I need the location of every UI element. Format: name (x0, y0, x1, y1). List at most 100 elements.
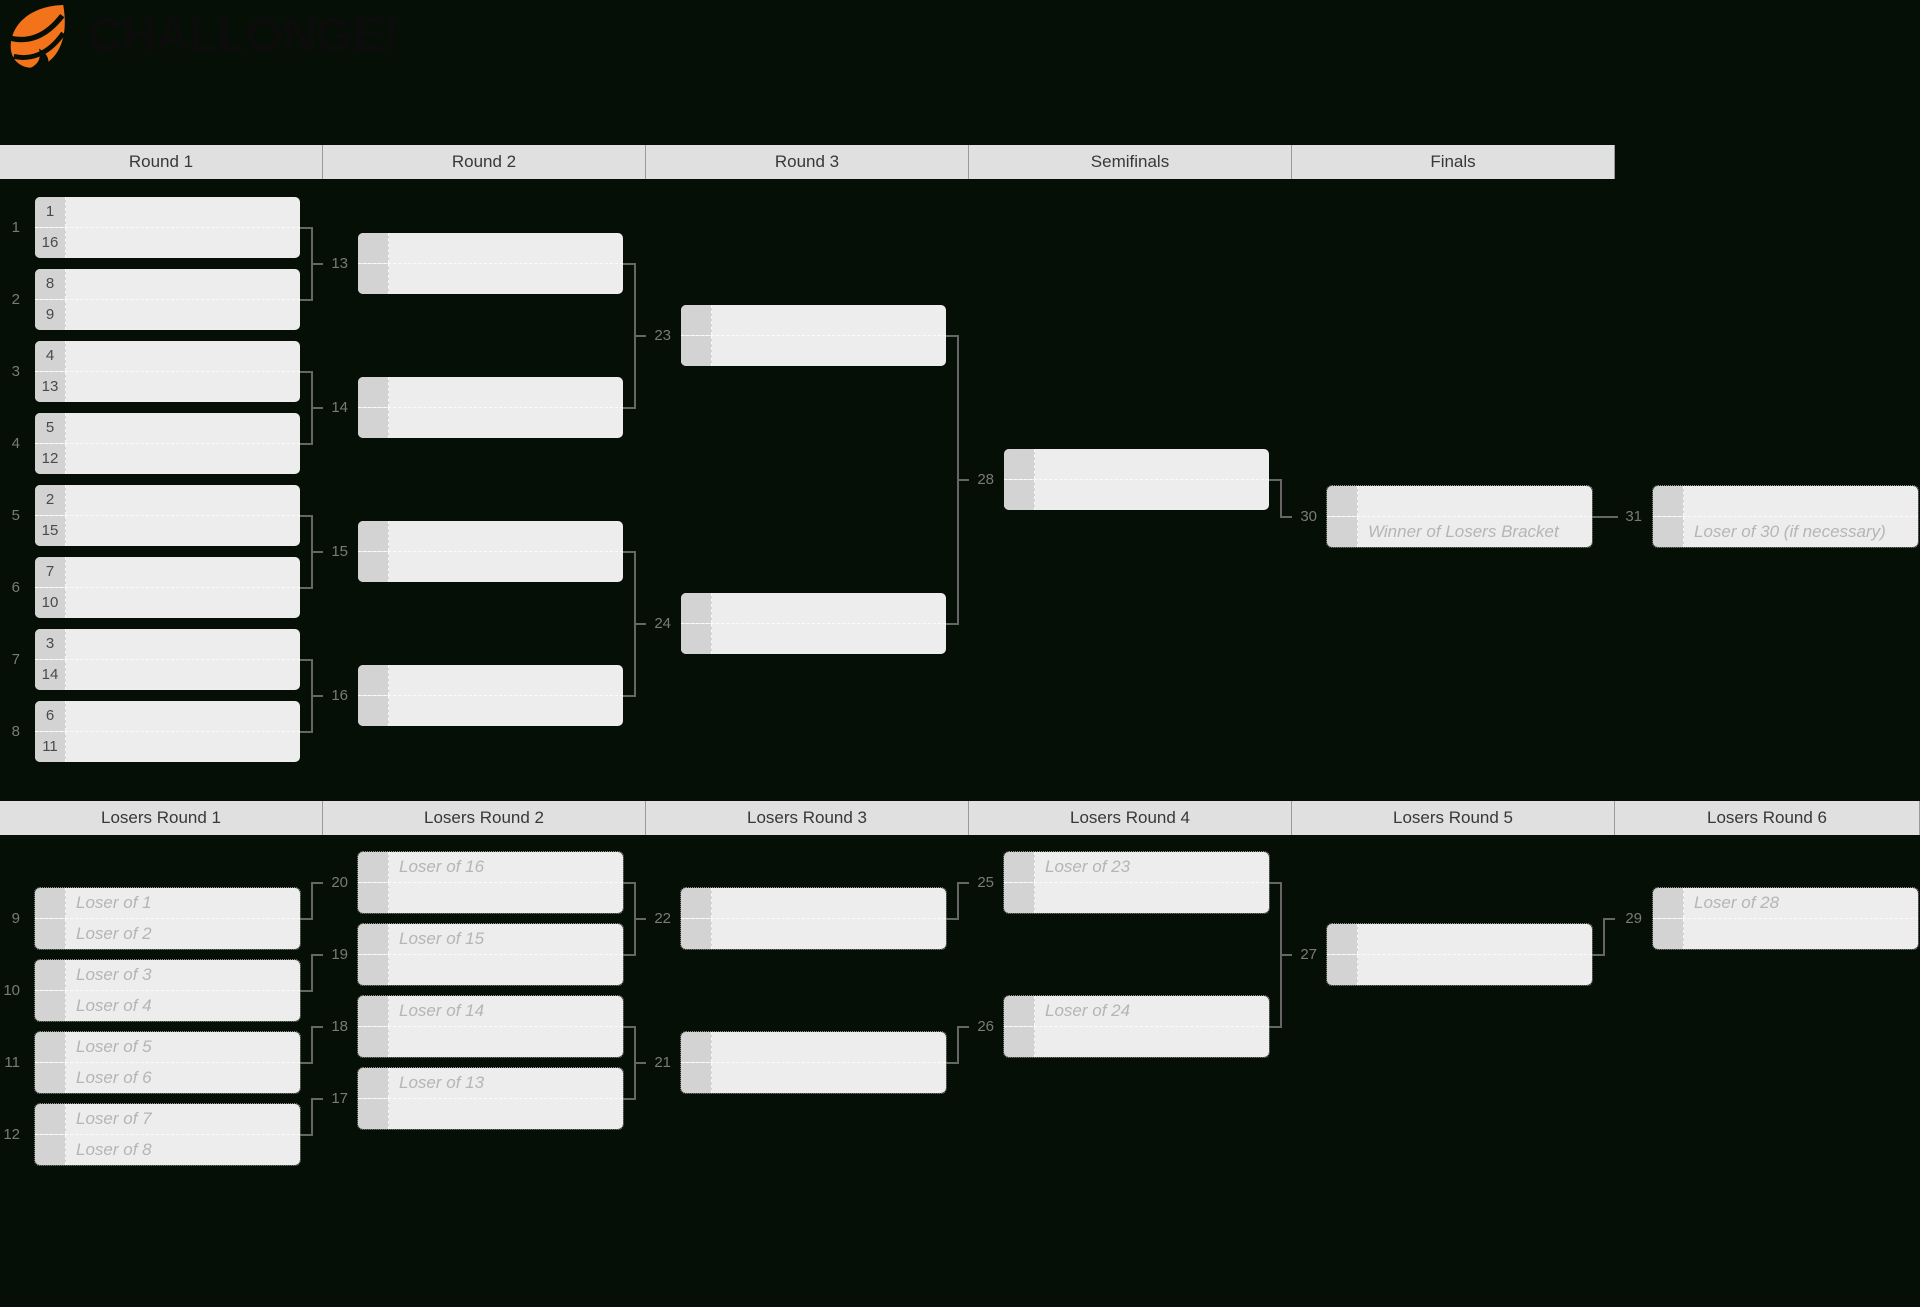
match-8-bottom-slot: 11 (35, 731, 300, 762)
connector-line (636, 917, 646, 920)
match-17[interactable]: Loser of 13 (357, 1067, 624, 1130)
match-12[interactable]: Loser of 7 Loser of 8 (34, 1103, 301, 1166)
match-18[interactable]: Loser of 14 (357, 995, 624, 1058)
participant-name (66, 413, 300, 443)
match-12-top-slot: Loser of 7 (35, 1104, 300, 1134)
match-number-label-10: 10 (3, 981, 20, 999)
participant-name (389, 552, 623, 582)
participant-name (66, 557, 300, 587)
match-5-top-slot: 2 (35, 485, 300, 515)
participant-placeholder: Loser of 8 (76, 1140, 152, 1159)
participant-name (712, 1032, 946, 1062)
match-number-label-29: 29 (1625, 909, 1642, 927)
match-22-top-slot (681, 888, 946, 918)
participant-name (66, 485, 300, 515)
round-header-semifinals: Semifinals (969, 145, 1292, 179)
match-24-bottom-slot (681, 623, 946, 654)
match-24[interactable] (681, 593, 946, 654)
seed-cell (358, 665, 389, 695)
match-23[interactable] (681, 305, 946, 366)
match-25[interactable]: Loser of 23 (1003, 851, 1270, 914)
connector-line (311, 1097, 313, 1136)
match-20-top-slot: Loser of 16 (358, 852, 623, 882)
match-20[interactable]: Loser of 16 (357, 851, 624, 914)
connector-line (300, 370, 313, 373)
participant-name (66, 629, 300, 659)
challonge-logo[interactable]: CHALLONGE! (6, 2, 399, 70)
connector-line (1269, 881, 1282, 884)
match-9-bottom-slot: Loser of 2 (35, 918, 300, 949)
match-31-top-slot (1653, 486, 1918, 516)
connector-line (1280, 881, 1282, 1028)
match-29[interactable]: Loser of 28 (1652, 887, 1919, 950)
match-27[interactable] (1326, 923, 1593, 986)
participant-name (1035, 480, 1269, 510)
match-21[interactable] (680, 1031, 947, 1094)
match-16[interactable] (358, 665, 623, 726)
match-28[interactable] (1004, 449, 1269, 510)
participant-name (1684, 919, 1918, 949)
seed-cell (1653, 888, 1684, 918)
round-header-losers-round-6: Losers Round 6 (1615, 801, 1920, 835)
match-number-label-6: 6 (11, 578, 20, 596)
seed-cell (681, 593, 712, 623)
seed-cell (1653, 486, 1684, 516)
connector-line (313, 406, 323, 409)
connector-line (957, 334, 959, 625)
connector-line (300, 917, 313, 920)
match-22[interactable] (680, 887, 947, 950)
connector-line (1282, 515, 1292, 518)
match-2-bottom-slot: 9 (35, 299, 300, 330)
match-15[interactable] (358, 521, 623, 582)
connector-line (959, 1025, 969, 1028)
participant-name (389, 521, 623, 551)
round-header-losers-round-5: Losers Round 5 (1292, 801, 1615, 835)
match-4-bottom-slot: 12 (35, 443, 300, 474)
participant-name (712, 305, 946, 335)
connector-line (311, 1025, 313, 1064)
match-number-label-12: 12 (3, 1125, 20, 1143)
match-3-bottom-slot: 13 (35, 371, 300, 402)
seed-cell: 7 (35, 557, 66, 587)
match-14[interactable] (358, 377, 623, 438)
connector-line (311, 881, 313, 920)
participant-name (389, 665, 623, 695)
match-30[interactable]: Winner of Losers Bracket (1326, 485, 1593, 548)
match-31[interactable]: Loser of 30 (if necessary) (1652, 485, 1919, 548)
participant-placeholder: Loser of 4 (76, 996, 152, 1015)
match-14-bottom-slot (358, 407, 623, 438)
connector-line (311, 370, 313, 445)
match-19[interactable]: Loser of 15 (357, 923, 624, 986)
match-number-label-27: 27 (1300, 945, 1317, 963)
match-number-label-25: 25 (977, 873, 994, 891)
participant-placeholder: Loser of 24 (1045, 1001, 1131, 1020)
seed-cell (358, 233, 389, 263)
participant-name (712, 624, 946, 654)
seed-cell (35, 1135, 66, 1165)
participant-name (389, 408, 623, 438)
connector-line (946, 334, 959, 337)
participant-name (712, 336, 946, 366)
participant-name (1358, 486, 1592, 516)
seed-cell (358, 1099, 389, 1129)
match-13[interactable] (358, 233, 623, 294)
match-number-label-14: 14 (331, 398, 348, 416)
match-number-label-15: 15 (331, 542, 348, 560)
match-30-top-slot (1327, 486, 1592, 516)
match-number-label-1: 1 (11, 218, 20, 236)
connector-line (957, 1025, 959, 1064)
connector-line (300, 226, 313, 229)
match-26[interactable]: Loser of 24 (1003, 995, 1270, 1058)
participant-placeholder: Loser of 23 (1045, 857, 1131, 876)
